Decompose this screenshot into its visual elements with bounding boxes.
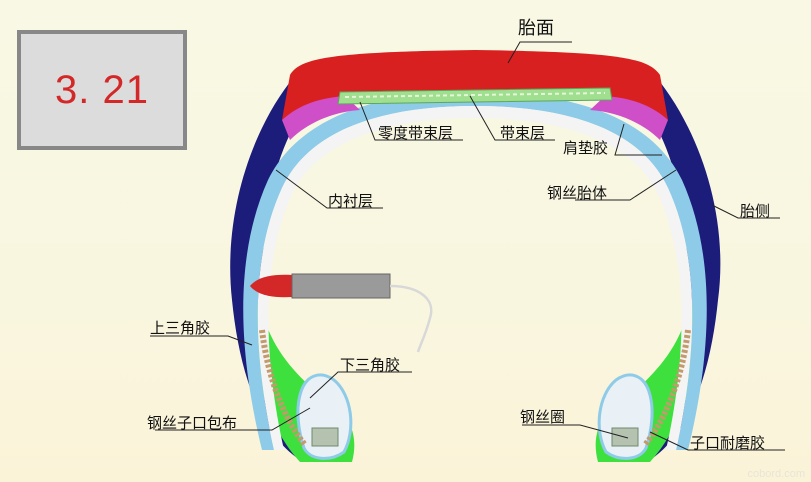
leader-chafer (649, 431, 785, 451)
shoulder-pad-right (590, 96, 668, 140)
leader-inner-liner (275, 169, 383, 209)
label-sidewall: 胎侧 (740, 202, 771, 220)
leader-shoulder-pad (614, 123, 662, 156)
leader-zero-degree-belt (359, 101, 463, 141)
label-bead-wrap: 钢丝子口包布 (147, 414, 238, 432)
leader-bead-wire (522, 424, 629, 439)
apex-strip-right (642, 329, 691, 447)
label-bead-wire: 钢丝圈 (520, 408, 566, 426)
label-tread: 胎面 (518, 18, 554, 39)
leader-bead-wrap (155, 407, 311, 431)
label-chafer: 子口耐磨胶 (690, 434, 766, 452)
leader-steel-carcass (575, 169, 677, 201)
tread (282, 50, 668, 120)
bead-wire-left (311, 427, 339, 447)
label-zero-degree-belt: 零度带束层 (378, 124, 454, 142)
figure-number-badge: 3. 21 (17, 30, 187, 150)
watermark: cobord.com (747, 468, 805, 480)
probe-tip (250, 274, 292, 298)
leader-upper-apex (150, 335, 253, 346)
label-steel-carcass: 钢丝胎体 (547, 184, 608, 202)
leader-belt (469, 95, 555, 141)
apex-strip-left (259, 329, 308, 447)
probe-body (291, 273, 391, 299)
leader-sidewall (711, 204, 780, 219)
shoulder-pad-left (282, 96, 360, 140)
belt-layer (337, 87, 613, 105)
figure-number: 3. 21 (55, 67, 149, 112)
probe-cable (389, 284, 433, 353)
label-belt: 带束层 (500, 124, 546, 142)
leader-lines (150, 41, 785, 451)
label-inner-liner: 内衬层 (328, 192, 374, 210)
leader-tread (507, 41, 572, 64)
label-lower-apex: 下三角胶 (340, 356, 401, 374)
leader-lower-apex (309, 371, 412, 399)
label-shoulder-pad: 肩垫胶 (563, 139, 609, 157)
label-upper-apex: 上三角胶 (150, 319, 211, 337)
zero-degree-belt-layer (344, 92, 606, 98)
